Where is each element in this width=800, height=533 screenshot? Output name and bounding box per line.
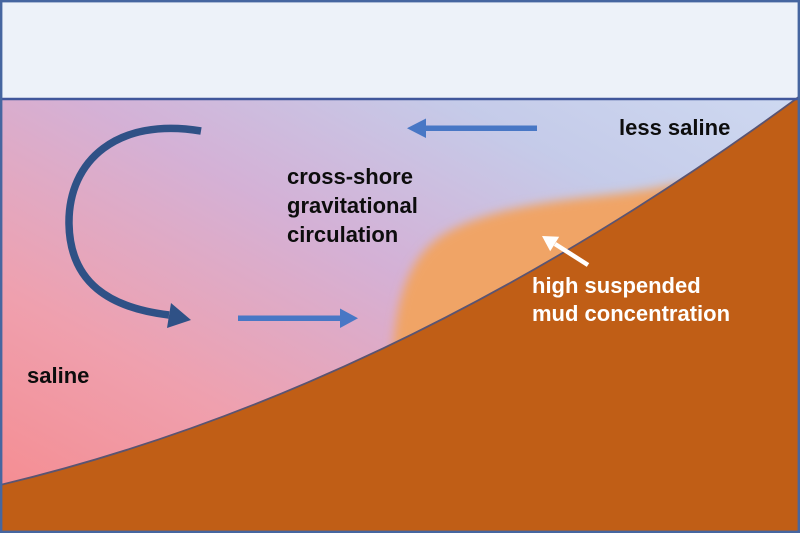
mud-pointer-arrow-icon <box>542 236 590 267</box>
curved-arrow-shaft <box>65 124 202 319</box>
left-arrow-head <box>407 118 426 138</box>
mud-pointer-shaft <box>553 242 590 267</box>
mud-pointer-head <box>542 236 560 252</box>
surface-current-left-arrow-icon <box>407 118 537 138</box>
bottom-current-right-arrow-icon <box>238 308 358 328</box>
circulation-label: cross-shore gravitational circulation <box>287 162 418 249</box>
circulation-label-line-1: cross-shore <box>287 164 413 189</box>
mud-concentration-label: high suspended mud concentration <box>532 272 730 328</box>
left-arrow-shaft <box>424 125 537 131</box>
circulation-label-line-2: gravitational <box>287 193 418 218</box>
saline-label: saline <box>27 363 90 388</box>
mud-label-line-2: mud concentration <box>532 301 731 326</box>
curved-arrow-head <box>167 303 191 328</box>
sky <box>0 0 800 98</box>
right-arrow-head <box>340 308 358 328</box>
circulation-label-line-3: circulation <box>287 222 399 247</box>
seabed-outline <box>0 95 800 486</box>
less-saline-label: less saline <box>619 115 731 140</box>
right-arrow-shaft <box>238 315 342 321</box>
mud-label-line-1: high suspended <box>532 273 701 298</box>
seabed <box>0 96 800 533</box>
circulation-curved-arrow-icon <box>65 124 202 328</box>
